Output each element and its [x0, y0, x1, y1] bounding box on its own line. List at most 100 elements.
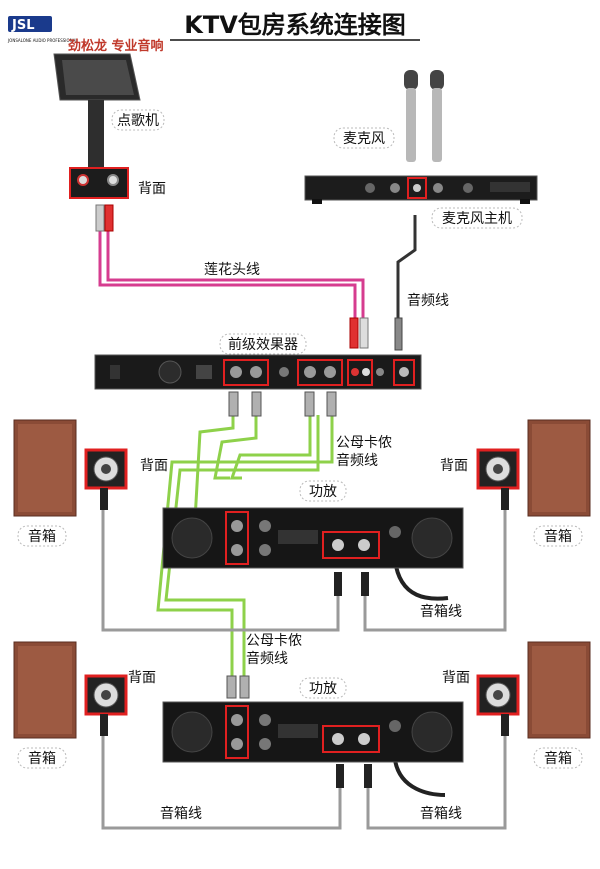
amp-link-1 — [259, 520, 271, 532]
rca-cable-label: 莲花头线 — [204, 262, 260, 278]
speaker-label-bl: 音箱 — [28, 750, 56, 767]
preamp-fan — [158, 360, 182, 384]
amp-xlr-in-highlight — [225, 511, 249, 565]
speaker-cables — [101, 510, 507, 830]
speaker-back-label-br: 背面 — [442, 670, 470, 686]
speaker-cable-label-2: 音箱线 — [160, 805, 202, 822]
xlr-label-line-2: 音频线 — [336, 452, 378, 469]
speaker-jack-bottom-right — [476, 674, 520, 736]
amp2-xlr-plug-1 — [226, 675, 237, 699]
amp2-speakon-plug-1 — [336, 764, 344, 788]
mic-label-frame — [333, 127, 395, 149]
speaker-grille-br — [532, 646, 586, 734]
amp-speaker-out-2 — [358, 539, 370, 551]
preamp-xlr-out-highlight-1 — [223, 359, 269, 386]
amp2-fan-left — [171, 711, 213, 753]
speakon-socket-core-br — [493, 690, 503, 700]
karaoke-back-highlight — [69, 167, 129, 199]
xlr-plug-2 — [251, 391, 262, 417]
preamp-xlr-out-1 — [230, 366, 242, 378]
amp-xlr-in-1 — [231, 520, 243, 532]
mic-host — [304, 175, 538, 204]
speaker-back-label-tl: 背面 — [140, 458, 168, 474]
speaker-cable-label-3: 音箱线 — [420, 805, 462, 822]
preamp-rca-in-white — [362, 368, 370, 376]
speaker-jack-bottom-left — [84, 674, 128, 736]
jack-frame-bl — [84, 674, 128, 716]
xlr-plug-1 — [228, 391, 239, 417]
amp-label-frame-1 — [299, 480, 347, 502]
xlr2-label-line-1: 公母卡侬 — [246, 633, 302, 649]
speaker-label-tr: 音箱 — [544, 528, 572, 545]
speaker-label-br: 音箱 — [544, 750, 572, 767]
logo-badge — [8, 16, 52, 32]
amp-link-2 — [259, 544, 271, 556]
amp2-speakon-plug-2 — [364, 764, 372, 788]
speaker-grille-bl — [18, 646, 72, 734]
amplifier-2 — [162, 701, 464, 763]
speaker-label-frame-tr — [533, 525, 583, 547]
logo-chinese: 劲松龙 专业音响 — [68, 38, 164, 54]
speaker-back-label-tr: 背面 — [440, 458, 468, 474]
amp-label-frame-2 — [299, 677, 347, 699]
rca-plug-preamp-red — [349, 317, 359, 349]
speaker-grille-r — [532, 424, 586, 512]
mic-2-head — [430, 70, 444, 90]
power-cord-2 — [393, 759, 446, 797]
speakon-socket-core-bl — [101, 690, 111, 700]
amp1-speakon-plug-2 — [361, 572, 369, 596]
preamp-port-db — [196, 365, 212, 379]
page-title: KTV包房系统连接图 — [184, 11, 406, 39]
audio-cable-label: 音频线 — [407, 292, 449, 309]
amp2-xlr-plug-2 — [239, 675, 250, 699]
speaker-top-left — [13, 419, 77, 517]
preamp-mic-in-highlight — [393, 359, 415, 386]
preamp-xlr-out-highlight-2 — [297, 359, 343, 386]
speaker-grille — [18, 424, 72, 512]
mic-host-label-frame — [431, 207, 523, 229]
speaker-jack-top-left — [84, 448, 128, 510]
mic-1-body — [406, 88, 416, 162]
rca-out-right — [107, 174, 119, 186]
speaker-bottom-left — [13, 641, 77, 739]
amp-fan-right — [411, 517, 453, 559]
amplifier-1 — [162, 507, 464, 569]
amp-fan-left — [171, 517, 213, 559]
speakon-plug-bl — [100, 714, 108, 736]
logo-brand: JSL — [11, 18, 34, 33]
preamp-xlr-out-4 — [324, 366, 336, 378]
speaker-label-tl: 音箱 — [28, 528, 56, 545]
amp2-power-socket — [389, 720, 401, 732]
karaoke-stand — [88, 100, 104, 170]
speakon-plug-r — [501, 488, 509, 510]
xlr-cable-label-2: 公母卡侬 音频线 — [246, 633, 306, 667]
mic-host-antenna-jack-2 — [463, 183, 473, 193]
xlr-plug-4 — [326, 391, 337, 417]
preamp-effector — [94, 354, 422, 390]
preamp-xlr-plugs — [228, 391, 337, 417]
preamp-rca-in-red — [351, 368, 359, 376]
rca-out-left — [77, 174, 89, 186]
karaoke-back-label: 背面 — [138, 181, 166, 197]
microphones — [404, 70, 444, 162]
amp-speaker-out-highlight — [322, 531, 380, 559]
speaker-label-frame-bl — [17, 747, 67, 769]
mic-host-port-2 — [433, 183, 443, 193]
speaker-bottom-right — [527, 641, 591, 739]
karaoke-label: 点歌机 — [117, 113, 159, 129]
amp2-link-1 — [259, 714, 271, 726]
mic-host-foot-2 — [520, 199, 530, 204]
mic-host-label: 麦克风主机 — [442, 211, 512, 227]
rca-plug-red — [104, 204, 114, 232]
rca-cable-2 — [106, 230, 365, 320]
mic-host-antenna-jack-1 — [365, 183, 375, 193]
amp2-speaker-out-highlight — [322, 725, 380, 753]
speaker-cable-top-left — [101, 510, 340, 632]
xlr-plug-3 — [304, 391, 315, 417]
rca-plug-white — [95, 204, 105, 232]
karaoke-screen-glass — [62, 60, 134, 95]
speakon-socket-core-r — [493, 464, 503, 474]
karaoke-label-frame — [111, 109, 165, 131]
xlr2-label-line-2: 音频线 — [246, 650, 288, 667]
